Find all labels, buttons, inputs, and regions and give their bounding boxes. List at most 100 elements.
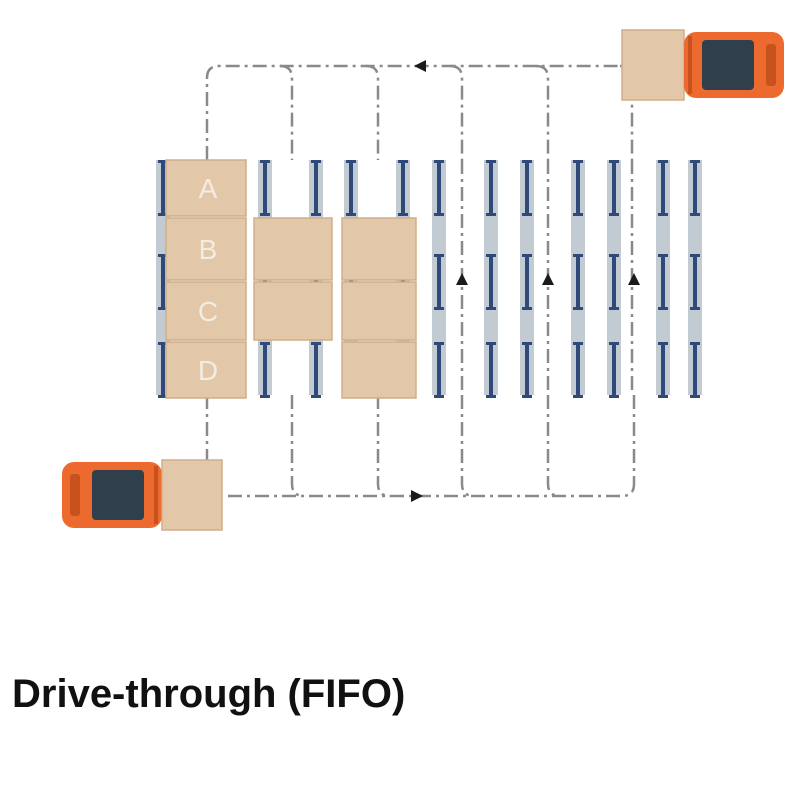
rack-upright-cap — [434, 395, 444, 398]
rack-upright-cap — [658, 254, 668, 257]
rack-upright-cap — [434, 307, 444, 310]
pallet-label: D — [198, 355, 218, 386]
trucks — [62, 29, 784, 531]
rack-upright-cap — [690, 254, 700, 257]
rack-upright-cap — [158, 395, 168, 398]
rack-upright-cap — [609, 160, 619, 163]
direction-arrow-icon — [628, 273, 640, 285]
rack-lane-5 — [571, 160, 621, 398]
rack-upright-cap — [486, 254, 496, 257]
rack-upright — [693, 160, 697, 216]
rack-upright — [612, 342, 616, 398]
bottom-branch-path — [546, 395, 561, 498]
rack-upright-cap — [486, 307, 496, 310]
rack-upright-cap — [658, 213, 668, 216]
rack-upright-cap — [522, 160, 532, 163]
rack-upright-cap — [609, 342, 619, 345]
rack-upright-cap — [486, 342, 496, 345]
rack-upright — [693, 254, 697, 310]
rack-upright-cap — [346, 213, 356, 216]
rack-upright-cap — [609, 307, 619, 310]
rack-upright-cap — [311, 395, 321, 398]
pallet-stack-2 — [253, 217, 333, 341]
rack-upright-cap — [573, 395, 583, 398]
rack-upright — [437, 254, 441, 310]
top-branch-path — [365, 64, 380, 160]
rack-upright — [612, 160, 616, 216]
rack-upright-cap — [573, 254, 583, 257]
rack-upright-cap — [398, 213, 408, 216]
rack-upright-cap — [522, 213, 532, 216]
rack-upright-cap — [573, 342, 583, 345]
truck-bumper — [766, 44, 776, 86]
rack-upright — [401, 160, 405, 216]
pallet-box — [253, 217, 333, 281]
rack-upright — [525, 160, 529, 216]
rack-upright-cap — [522, 395, 532, 398]
rack-upright-cap — [260, 395, 270, 398]
rack-upright-cap — [158, 213, 168, 216]
rack-upright-cap — [486, 213, 496, 216]
rack-upright-cap — [158, 160, 168, 163]
direction-arrow-icon — [542, 273, 554, 285]
truck-window — [702, 40, 754, 90]
rack-upright — [576, 342, 580, 398]
rack-upright-cap — [434, 342, 444, 345]
pallet-box — [165, 281, 247, 341]
rack-upright-cap — [486, 160, 496, 163]
rack-upright-cap — [158, 307, 168, 310]
bottom-travel-path — [228, 483, 636, 498]
diagram-title: Drive-through (FIFO) — [12, 672, 406, 716]
rack-upright-cap — [260, 213, 270, 216]
pallet-label: A — [199, 173, 218, 204]
rack-upright — [489, 254, 493, 310]
rack-upright — [661, 160, 665, 216]
rack-upright — [437, 160, 441, 216]
rack-upright — [349, 160, 353, 216]
rack-upright-cap — [346, 160, 356, 163]
rack-upright — [489, 342, 493, 398]
rack-upright — [314, 342, 318, 398]
pallet-box — [341, 341, 417, 399]
top-branch-path — [449, 64, 464, 160]
rack-upright-cap — [311, 213, 321, 216]
rack-upright-cap — [690, 307, 700, 310]
rack-upright-cap — [658, 160, 668, 163]
pallet-box — [165, 341, 247, 399]
top-travel-path — [205, 64, 630, 160]
rack-upright — [661, 254, 665, 310]
truck-trim — [688, 36, 692, 94]
rack-upright — [693, 342, 697, 398]
rack-upright-cap — [658, 342, 668, 345]
rack-upright — [263, 160, 267, 216]
rack-upright — [612, 254, 616, 310]
top-branch-path — [279, 64, 294, 160]
rack-upright-cap — [486, 395, 496, 398]
rack-upright — [576, 160, 580, 216]
rack-upright — [525, 342, 529, 398]
truck-trim — [154, 466, 158, 524]
pallet-label: B — [199, 234, 218, 265]
truck-load — [621, 29, 685, 101]
direction-arrow-icon — [411, 490, 423, 502]
rack-upright-cap — [573, 160, 583, 163]
rack-upright-cap — [311, 160, 321, 163]
rack-upright-cap — [158, 342, 168, 345]
forklift-truck-icon — [62, 459, 223, 531]
rack-upright-cap — [658, 307, 668, 310]
rack-upright-cap — [690, 213, 700, 216]
truck-bumper — [70, 474, 80, 516]
rack-upright — [161, 254, 165, 310]
rack-upright-cap — [658, 395, 668, 398]
bottom-branch-path — [460, 395, 475, 498]
rack-upright — [161, 342, 165, 398]
rack-upright — [489, 160, 493, 216]
forklift-truck-icon — [621, 29, 784, 101]
rack-upright-cap — [260, 160, 270, 163]
rack-upright-cap — [609, 254, 619, 257]
pallet-box — [341, 217, 417, 281]
bottom-branch-path — [376, 395, 391, 498]
